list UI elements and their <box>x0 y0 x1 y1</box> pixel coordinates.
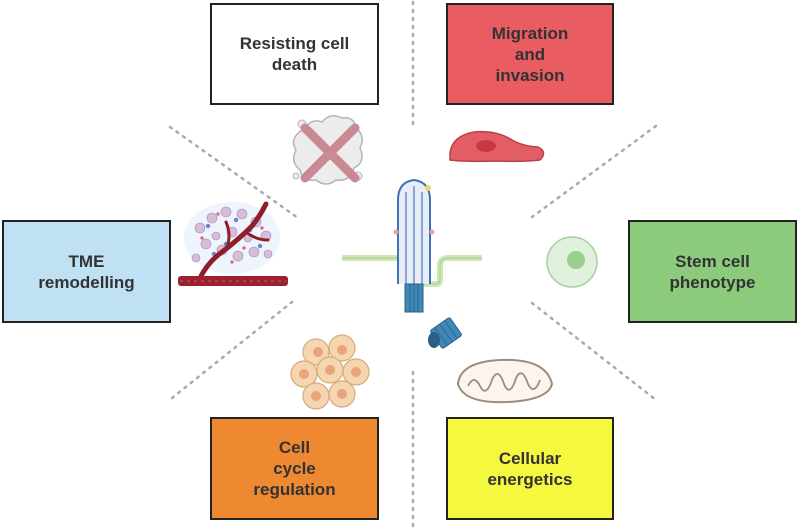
cell-cluster-icon <box>290 334 370 410</box>
connector-lines <box>168 0 658 530</box>
connector-upper-left <box>168 125 300 220</box>
tme-remodelling-label: TME remodelling <box>38 251 135 292</box>
crossed-apoptotic-cell-icon <box>292 115 363 185</box>
connector-lower-right <box>530 301 658 402</box>
blood-vessel-tumor-icon <box>178 201 288 286</box>
cellular-energetics-label: Cellular energetics <box>487 448 573 489</box>
tme-remodelling-box: TME remodelling <box>2 220 171 323</box>
primary-cilium-icon <box>342 178 482 349</box>
connector-lower-left <box>170 300 294 400</box>
cell-cycle-regulation-label: Cell cycle regulation <box>253 438 336 499</box>
migrating-cell-icon <box>449 130 545 163</box>
migration-invasion-label: Migration and invasion <box>491 23 569 85</box>
migration-invasion-box: Migration and invasion <box>446 3 614 105</box>
stem-cell-icon <box>546 236 598 288</box>
stem-cell-phenotype-label: Stem cell phenotype <box>669 251 756 292</box>
resisting-cell-death-label: Resisting cell death <box>239 34 350 74</box>
cell-cycle-regulation-box: Cell cycle regulation <box>210 417 379 520</box>
cellular-energetics-box: Cellular energetics <box>446 417 614 520</box>
mitochondrion-icon <box>456 358 554 404</box>
resisting-cell-death-box: Resisting cell death <box>210 3 379 105</box>
stem-cell-phenotype-box: Stem cell phenotype <box>628 220 797 323</box>
connector-upper-right <box>530 124 658 219</box>
